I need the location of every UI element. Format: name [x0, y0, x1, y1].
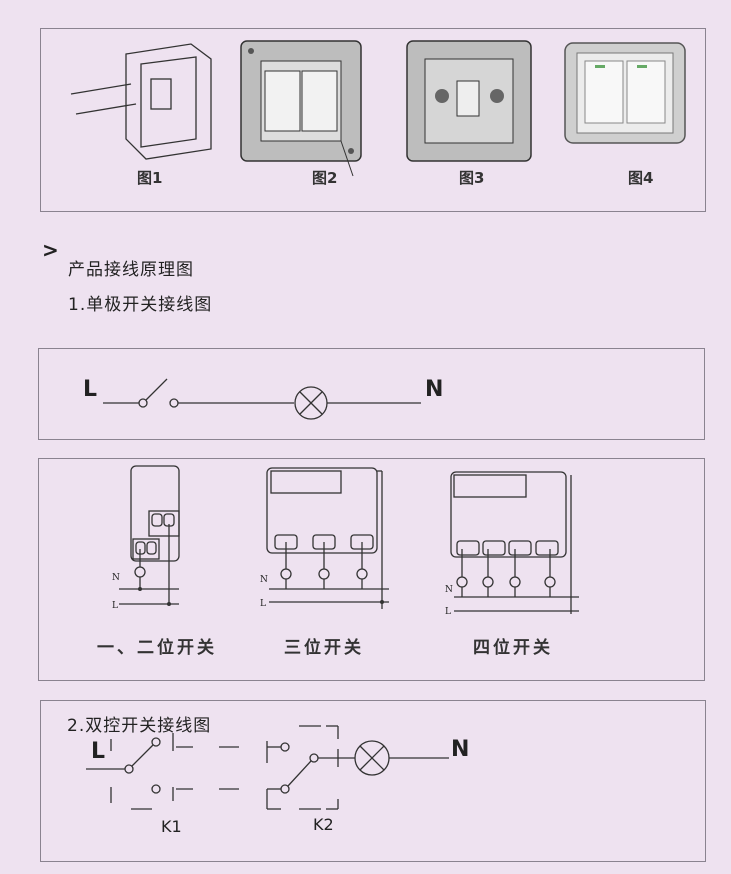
- figure-4-caption: 图4: [628, 169, 654, 187]
- neutral-label: N: [425, 377, 444, 402]
- neutral-label: N: [451, 737, 470, 762]
- figure-1-caption: 图1: [137, 169, 163, 187]
- live-label: L: [83, 377, 98, 402]
- l-label-2: L: [260, 599, 266, 609]
- wiring-drawings: [119, 465, 579, 614]
- figure-3-caption: 图3: [459, 169, 485, 187]
- one-two-gang-caption: 一、二位开关: [97, 638, 217, 658]
- lamp-icon: [354, 740, 390, 776]
- figure-1-switch-module-image: [70, 40, 686, 177]
- k1-label: K1: [161, 817, 182, 836]
- section-marker: >: [42, 238, 59, 262]
- k2-label: K2: [313, 815, 334, 834]
- two-way-title: 2.双控开关接线图: [67, 716, 212, 736]
- figure-4-image: [564, 42, 686, 144]
- single-pole-diagram: L N: [38, 348, 705, 440]
- multi-gang-diagram: N L N L N L 一、二位开关 三位开关 四位开关: [38, 458, 705, 681]
- l-label-1: L: [112, 601, 118, 611]
- product-figures-panel: 图1 图2 图3 图4: [40, 28, 706, 212]
- lamp-icon: [294, 386, 328, 420]
- section-title: 产品接线原理图: [68, 260, 194, 280]
- three-gang-caption: 三位开关: [284, 638, 364, 658]
- figure-2-caption: 图2: [312, 169, 338, 187]
- figure-3-image: [406, 40, 532, 162]
- figure-2-image: [240, 40, 362, 177]
- n-label-3: N: [445, 585, 453, 595]
- four-gang-caption: 四位开关: [473, 638, 553, 658]
- n-label-1: N: [112, 573, 120, 583]
- two-way-diagram: 2.双控开关接线图 L N K1 K2: [40, 700, 706, 862]
- live-label: L: [91, 739, 106, 764]
- single-pole-title: 1.单极开关接线图: [68, 295, 213, 315]
- n-label-2: N: [260, 575, 268, 585]
- l-label-3: L: [445, 607, 451, 617]
